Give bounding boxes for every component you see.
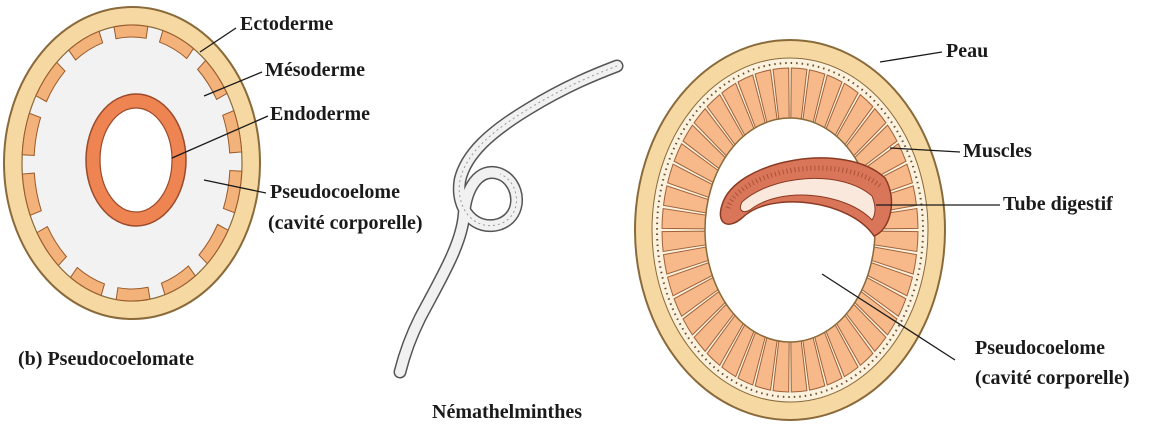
mesoderm-segment xyxy=(116,287,150,301)
label-tube-digestif: Tube digestif xyxy=(1003,193,1113,215)
label-endoderme: Endoderme xyxy=(270,103,370,125)
label-cavite-right: (cavité corporelle) xyxy=(975,367,1130,389)
label-mesoderme: Mésoderme xyxy=(265,59,365,81)
label-cavite-left: (cavité corporelle) xyxy=(268,212,423,234)
nematode-worm xyxy=(400,66,617,372)
caption-pseudocoelomate: (b) Pseudocoelomate xyxy=(18,348,194,370)
label-peau: Peau xyxy=(946,40,988,62)
label-pseudocoelome-left: Pseudocoelome xyxy=(270,181,400,203)
pseudocoelom-cavity-right xyxy=(705,118,875,342)
nematode-cross-section xyxy=(635,40,945,420)
label-ectoderme: Ectoderme xyxy=(240,13,333,35)
leader-peau xyxy=(880,52,942,62)
label-muscles: Muscles xyxy=(963,140,1032,162)
mesoderm-segment xyxy=(114,25,148,39)
label-pseudocoelome-right: Pseudocoelome xyxy=(975,337,1105,359)
pseudocoelomate-cross-section xyxy=(4,7,260,319)
gut-lumen xyxy=(100,108,172,212)
caption-nemathelminthes: Némathelminthes xyxy=(432,401,582,423)
